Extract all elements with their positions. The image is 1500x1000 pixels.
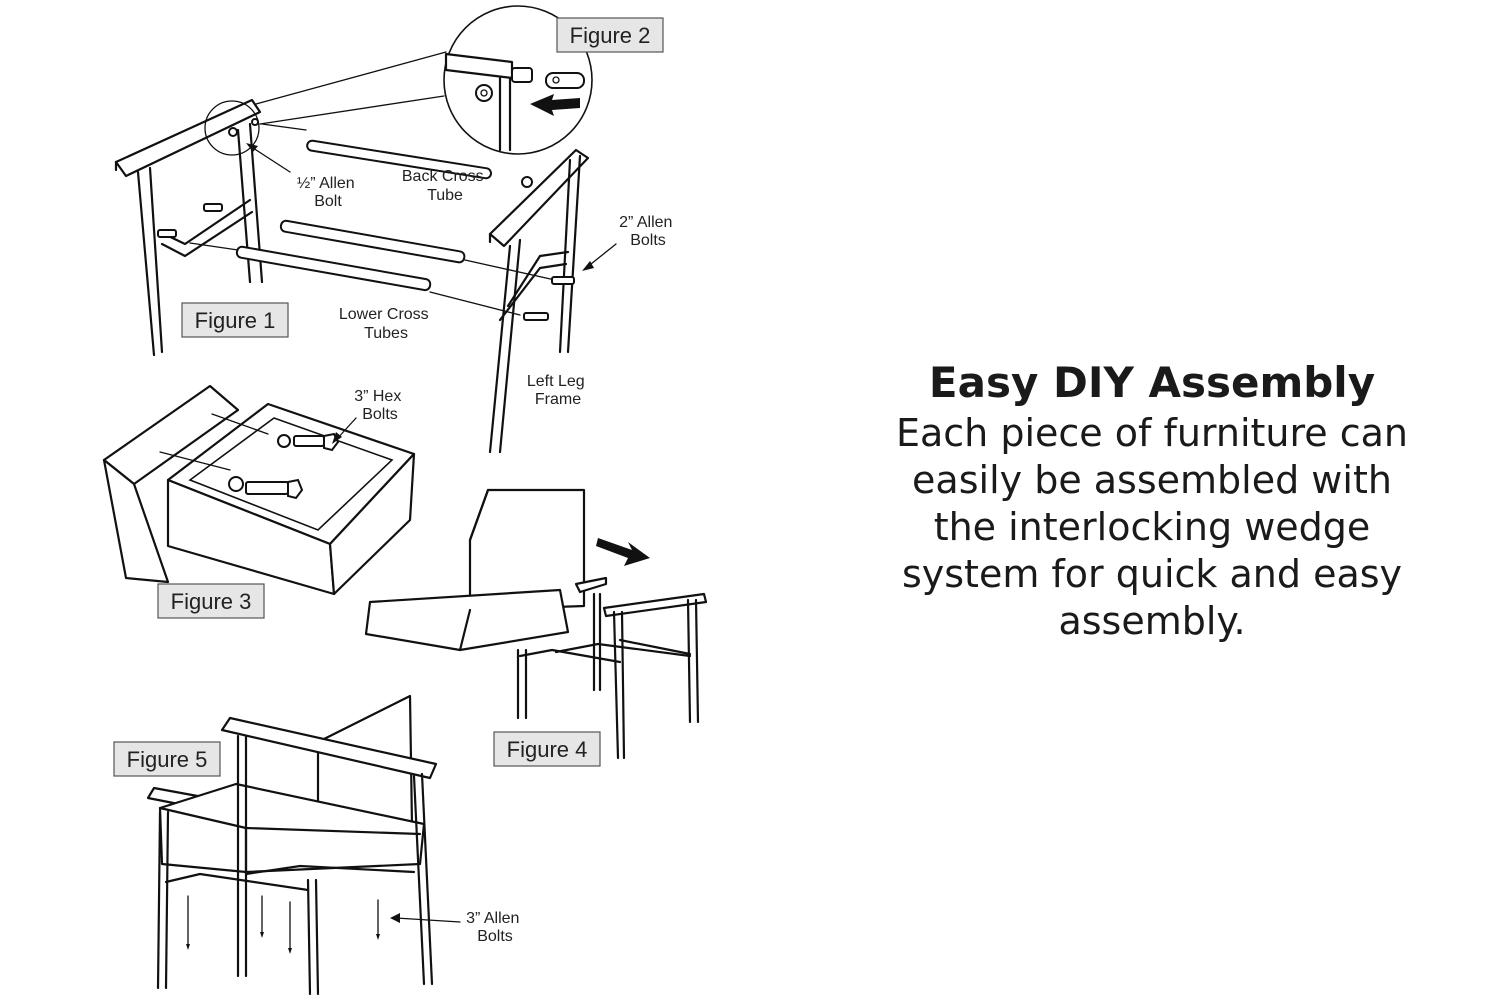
half-allen-bolt-callout: ½” Allen Bolt [297, 175, 359, 210]
svg-text:Figure 1: Figure 1 [195, 308, 276, 333]
panel-body: Each piece of furniture can easily be as… [850, 410, 1454, 645]
figure-2-label: Figure 2 [556, 17, 664, 53]
panel-body-line: system for quick and easy [901, 552, 1403, 596]
panel-body-line: easily be assembled with [912, 458, 1392, 502]
svg-text:Figure 3: Figure 3 [171, 589, 252, 614]
figure-5-label: Figure 5 [113, 741, 221, 777]
two-inch-allen-bolts-callout: 2” Allen Bolts [619, 214, 677, 249]
figure-4-label: Figure 4 [493, 731, 601, 767]
three-inch-allen-bolts-callout: 3” Allen Bolts [466, 910, 524, 945]
lower-cross-tubes-callout: Lower Cross Tubes [339, 306, 433, 342]
figure-1-illustration [114, 98, 617, 454]
figure-4-illustration [364, 488, 708, 760]
feature-description-panel: Easy DIY Assembly Each piece of furnitur… [850, 358, 1454, 645]
assembly-instructions-diagram: Figure 1 Figure 2 Figure 3 Figure 4 Figu… [102, 5, 708, 996]
svg-text:Figure 5: Figure 5 [127, 747, 208, 772]
panel-body-line: the interlocking wedge [933, 505, 1371, 549]
svg-text:Figure 2: Figure 2 [570, 23, 651, 48]
figure-1-label: Figure 1 [181, 302, 289, 338]
panel-body-line: Each piece of furniture can [895, 411, 1409, 455]
hex-bolts-callout: 3” Hex Bolts [354, 388, 406, 423]
left-leg-frame-callout: Left Leg Frame [527, 373, 589, 408]
figure-3-label: Figure 3 [157, 583, 265, 619]
figure-2-illustration [255, 5, 593, 155]
figure-5-illustration [146, 694, 461, 996]
panel-body-line: assembly. [1058, 599, 1246, 643]
panel-title: Easy DIY Assembly [928, 358, 1376, 407]
figure-3-illustration [102, 384, 416, 596]
back-cross-tube-callout: Back Cross Tube [402, 168, 488, 204]
svg-text:Figure 4: Figure 4 [507, 737, 588, 762]
